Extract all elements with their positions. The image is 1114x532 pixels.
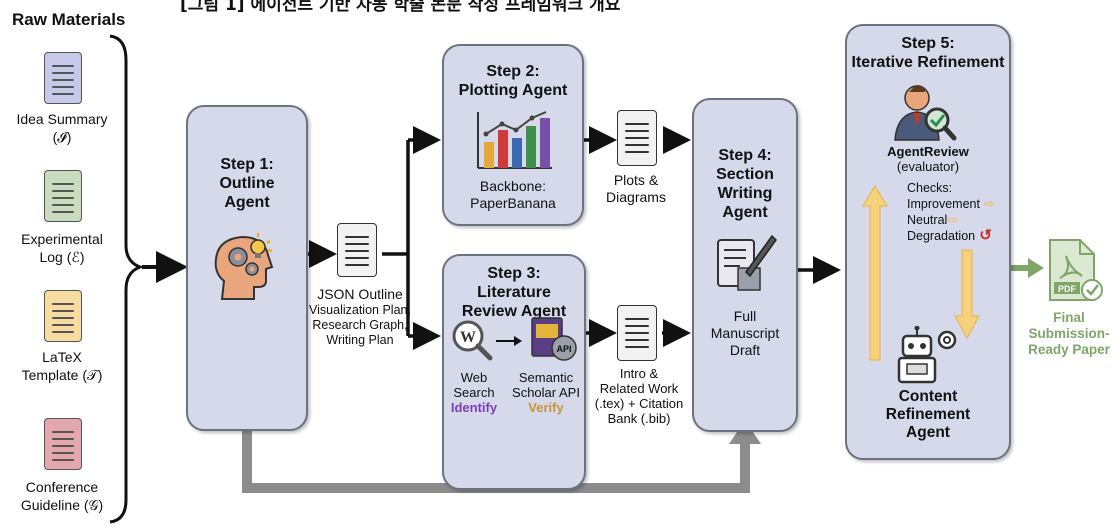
neutral-label: Neutral (907, 213, 948, 227)
svg-text:W: W (460, 329, 476, 346)
raw-materials-title: Raw Materials (12, 10, 126, 29)
head-gears-bulb-icon (214, 233, 274, 300)
plots-doc-icon (617, 110, 657, 166)
reviewer-magnifier-icon (894, 85, 957, 141)
json-outline-doc-icon (337, 223, 377, 277)
pdf-check-icon: PDF (1049, 239, 1103, 301)
step2-plotting-agent-box: Step 2:Plotting Agent Backbone:PaperBana… (442, 44, 584, 226)
checks-list: Checks: Improvement ⇨ Neutral⇨ Degradati… (907, 181, 995, 244)
plots-label: Plots &Diagrams (606, 172, 666, 205)
step2-title: Step 2:Plotting Agent (458, 63, 568, 99)
experimental-log-doc-icon (44, 170, 82, 222)
intro-doc-icon (617, 305, 657, 361)
bar-chart-icon (477, 111, 552, 169)
conference-guideline-doc-icon (44, 418, 82, 470)
svg-text:API: API (556, 344, 571, 354)
scholar-book-icon: API (531, 317, 577, 361)
json-outline-label: JSON Outline Visualization Plan, Researc… (309, 286, 411, 347)
right-arrow-icon: ⇨ (947, 212, 959, 227)
svg-text:PDF: PDF (1058, 284, 1077, 294)
step5-title: Step 5:Iterative Refinement (851, 35, 1005, 71)
figure-caption: [그림 1] 에이전트 기반 자동 학술 논문 작성 프레임워크 개요 (180, 0, 621, 12)
manuscript-pen-icon (717, 234, 777, 291)
down-arrow-icon (954, 249, 980, 340)
idea-summary-label: Idea Summary(𝓘) (16, 111, 108, 145)
step5-iterative-refinement-box: Step 5:Iterative Refinement AgentReview(… (845, 24, 1011, 460)
degradation-label: Degradation (907, 229, 976, 243)
wikipedia-search-icon: W (452, 320, 493, 361)
improvement-label: Improvement (907, 197, 980, 211)
undo-arrow-icon: ↺ (975, 227, 992, 244)
raw-materials-brace (109, 34, 145, 524)
agent-review-label: AgentReview(evaluator) (887, 144, 969, 174)
idea-summary-doc-icon (44, 52, 82, 104)
latex-template-doc-icon (44, 290, 82, 342)
arrow-search-to-scholar (496, 336, 522, 346)
right-arrow-icon: ⇨ (979, 196, 995, 211)
up-arrow-icon (862, 185, 888, 361)
robot-gear-icon (897, 326, 957, 384)
step2-backbone-label: Backbone:PaperBanana (470, 178, 556, 211)
